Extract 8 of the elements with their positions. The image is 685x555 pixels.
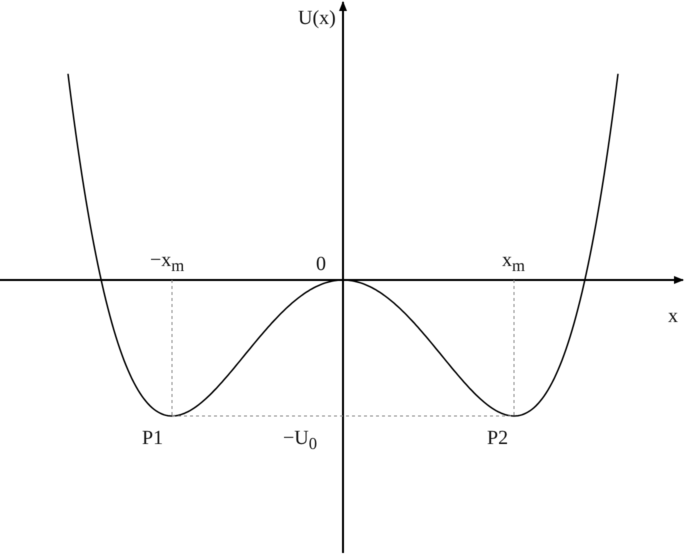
axis-label: x [668, 306, 678, 326]
axis-label: −x$_{m}$ [150, 250, 184, 275]
axis-label: x$_{m}$ [502, 250, 525, 275]
axis-label: P1 [142, 428, 164, 448]
axis-label: P2 [487, 428, 508, 448]
axis-label: −U$_{0}$ [283, 428, 318, 453]
axis-label: U(x) [298, 8, 336, 28]
axis-label: 0 [316, 254, 326, 274]
